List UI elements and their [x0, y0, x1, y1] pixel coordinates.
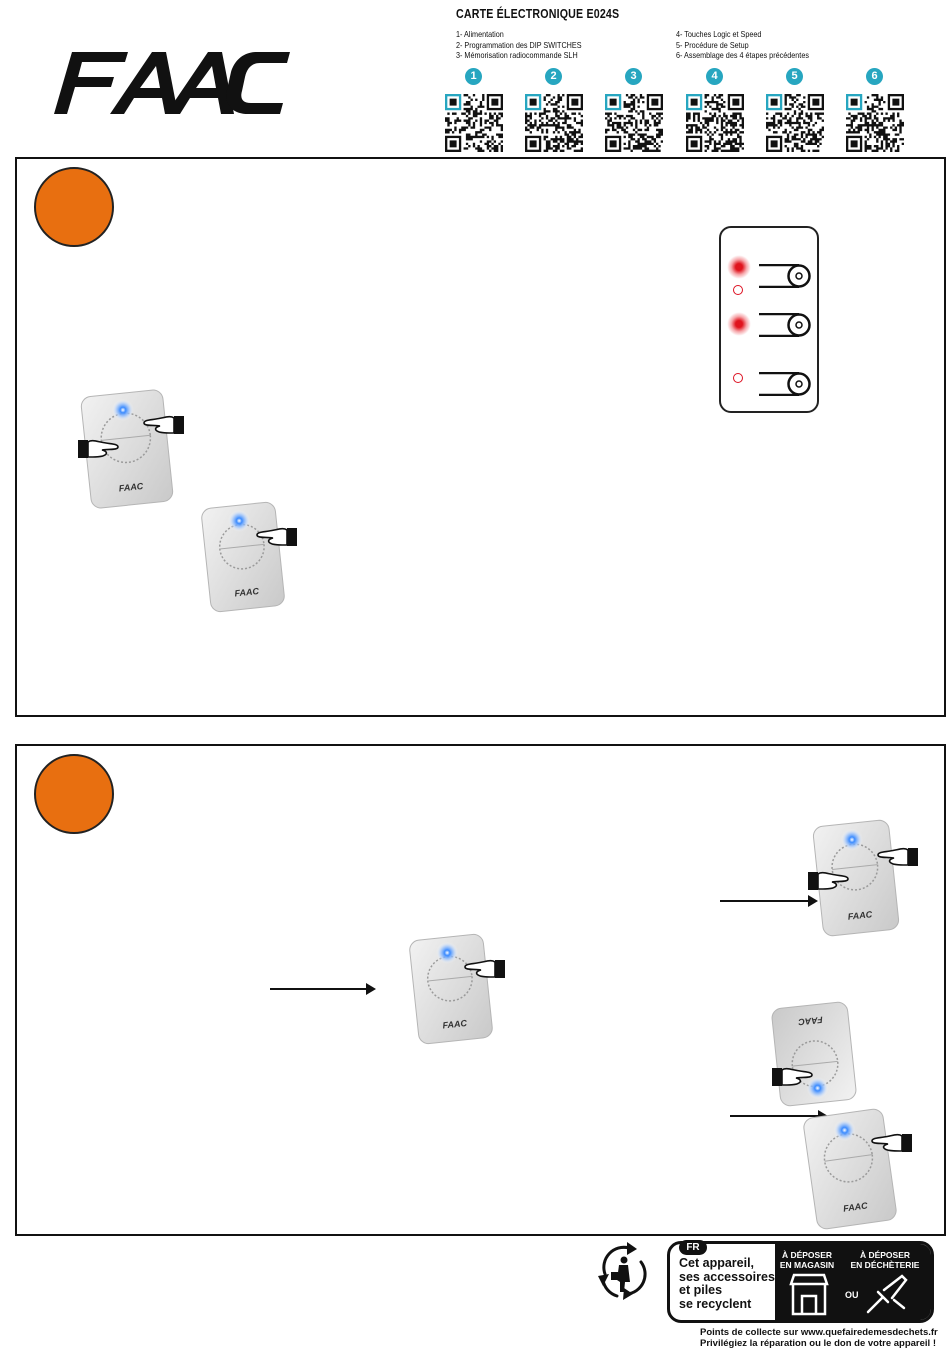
remote-brand: FAAC — [843, 1200, 869, 1213]
qr-code-3: 3 — [605, 68, 665, 154]
remote-brand: FAAC — [234, 586, 260, 599]
remote-control-one-hand: FAAC — [201, 501, 298, 613]
qr-code-icon — [525, 94, 583, 152]
drop-line: À DÉPOSER — [781, 1250, 833, 1260]
toc-item: 4- Touches Logic et Speed — [676, 29, 762, 39]
key-button-2 — [759, 313, 811, 337]
qr-code-4: 4 — [686, 68, 746, 154]
step-badge-1 — [34, 167, 114, 247]
shop-icon — [789, 1273, 829, 1316]
repair-line: Privilégiez la réparation ou le don de v… — [700, 1338, 936, 1349]
qr-number: 3 — [625, 68, 642, 85]
led-off-2 — [733, 373, 743, 383]
toc-item: 1- Alimentation — [456, 29, 504, 39]
triman-line: et piles — [679, 1283, 723, 1297]
or-label: OU — [845, 1290, 859, 1300]
arrow-right-icon — [720, 895, 818, 907]
led-blinking-2 — [727, 312, 751, 336]
drop-store-label: À DÉPOSER EN MAGASIN — [776, 1250, 838, 1270]
drop-line: À DÉPOSER — [859, 1250, 911, 1260]
qr-number: 4 — [706, 68, 723, 85]
qr-code-6: 6 — [846, 68, 906, 154]
key-button-3 — [759, 372, 811, 396]
key-button-1 — [759, 264, 811, 288]
led-board — [719, 226, 819, 413]
qr-code-icon — [445, 94, 503, 152]
remote-brand: FAAC — [118, 481, 144, 494]
triman-line: ses accessoires — [679, 1269, 775, 1284]
remote-control-one-hand: FAAC — [409, 933, 506, 1045]
qr-number: 2 — [545, 68, 562, 85]
drop-line: EN DÉCHÈTERIE — [850, 1260, 920, 1270]
recycle-icon — [598, 1242, 647, 1300]
remote-control-two-hands: FAAC — [808, 819, 919, 937]
drop-dump-label: À DÉPOSER EN DÉCHÈTERIE — [848, 1250, 922, 1270]
toc-left: 1- Alimentation 2- Programmation des DIP… — [456, 29, 582, 61]
qr-number: 5 — [786, 68, 803, 85]
qr-code-1: 1 — [445, 68, 505, 154]
document-title: CARTE ÉLECTRONIQUE E024S — [456, 6, 620, 21]
qr-number: 6 — [866, 68, 883, 85]
qr-code-5: 5 — [766, 68, 826, 154]
step-panel-1 — [15, 157, 946, 717]
toc-right: 4- Touches Logic et Speed 5- Procédure d… — [676, 29, 809, 61]
faac-logo — [54, 52, 290, 114]
step-panel-2 — [15, 744, 946, 1236]
qr-code-icon — [846, 94, 904, 152]
remote-brand: FAAC — [442, 1018, 468, 1031]
remote-control-one-hand: FAAC — [803, 1108, 913, 1230]
remote-brand: FAAC — [797, 1015, 823, 1028]
triman-line: Cet appareil, — [679, 1256, 755, 1270]
fr-badge: FR — [679, 1240, 707, 1255]
toc-item: 5- Procédure de Setup — [676, 39, 749, 50]
step-badge-2 — [34, 754, 114, 834]
toc-item: 3- Mémorisation radiocommande SLH — [456, 50, 578, 60]
remote-control-upside-down: FAAC — [771, 1001, 857, 1107]
qr-number: 1 — [465, 68, 482, 85]
triman-line: se recyclent — [679, 1296, 752, 1311]
led-blinking-1 — [727, 255, 751, 279]
qr-code-2: 2 — [525, 68, 585, 154]
arrow-right-icon — [270, 983, 376, 995]
collect-line: Points de collecte sur www.quefairedemes… — [700, 1327, 938, 1338]
footer-notes: Points de collecte sur www.quefairedemes… — [700, 1327, 938, 1349]
remote-brand: FAAC — [847, 909, 873, 922]
toc-item: 2- Programmation des DIP SWITCHES — [456, 39, 582, 50]
led-off-1 — [733, 285, 743, 295]
drop-line: EN MAGASIN — [779, 1260, 835, 1270]
qr-code-icon — [605, 94, 663, 152]
triman-text: Cet appareil, ses accessoires et piles s… — [679, 1256, 779, 1311]
toc-item: 6- Assemblage des 4 étapes précédentes — [676, 50, 809, 60]
dump-icon — [866, 1274, 908, 1314]
qr-code-icon — [686, 94, 744, 152]
remote-control-two-hands: FAAC — [77, 389, 185, 509]
qr-code-icon — [766, 94, 824, 152]
